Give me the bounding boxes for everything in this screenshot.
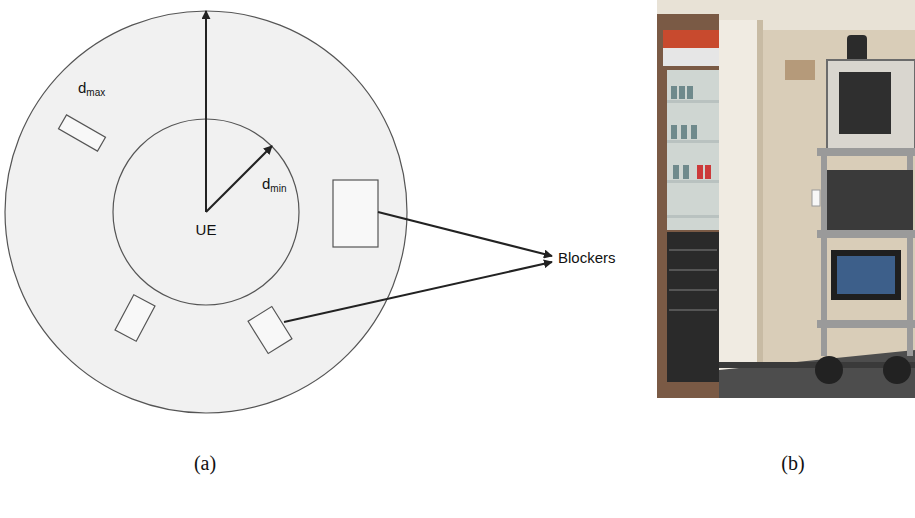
blocker-rect xyxy=(115,295,155,342)
blocker-rect xyxy=(59,115,106,151)
blocker-rect xyxy=(248,306,292,353)
subfigure-label: (b) xyxy=(781,452,804,474)
blockers-label: Blockers xyxy=(558,250,616,267)
distance-label: dmin xyxy=(262,176,286,194)
inner-circle: UE dmin xyxy=(112,118,300,306)
blocker-rect xyxy=(333,180,378,247)
leader-arrow xyxy=(378,212,552,256)
corridor-photo xyxy=(657,0,915,398)
subfigure-label: (a) xyxy=(194,452,216,474)
coverage-circle: dmaxUE dmin xyxy=(4,10,408,414)
distance-label: dmax xyxy=(78,80,105,98)
circle-outline xyxy=(112,118,300,306)
leader-arrow xyxy=(284,262,552,322)
dmax-arrow xyxy=(205,11,207,212)
ue-label: UE xyxy=(196,222,217,239)
dmin-arrow xyxy=(206,146,272,212)
